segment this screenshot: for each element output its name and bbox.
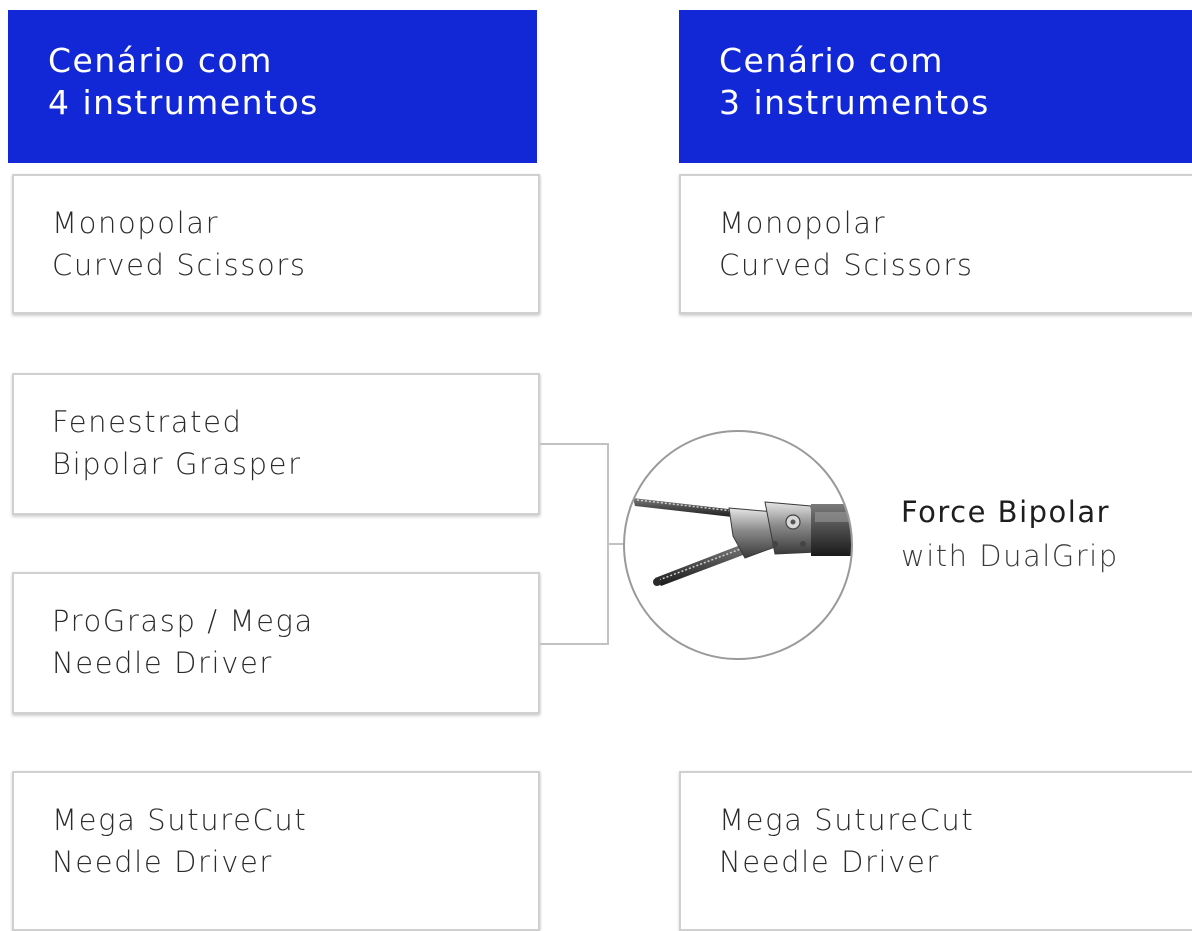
connector-line	[540, 643, 608, 645]
instrument-name-line-1: Mega SutureCut	[52, 803, 308, 837]
instrument-name-line-2: Bipolar Grasper	[52, 447, 302, 481]
instrument-name-line-1: Fenestrated	[52, 405, 243, 439]
instrument-box-mega-suturecut-needle-driver: Mega SutureCut Needle Driver	[679, 771, 1192, 931]
instrument-name-line-1: Mega SutureCut	[719, 803, 975, 837]
instrument-name-line-1: Monopolar	[719, 206, 887, 240]
connector-line	[607, 543, 627, 545]
instrument-name-line-2: Needle Driver	[719, 845, 940, 879]
header-line-2: 4 instrumentos	[48, 83, 319, 122]
header-line-1: Cenário com	[719, 41, 944, 80]
instrument-box-monopolar-curved-scissors: Monopolar Curved Scissors	[679, 174, 1192, 314]
instrument-box-prograsp-mega-needle-driver: ProGrasp / Mega Needle Driver	[12, 572, 540, 714]
instrument-box-monopolar-curved-scissors: Monopolar Curved Scissors	[12, 174, 540, 314]
header-3-instruments: Cenário com 3 instrumentos	[679, 10, 1192, 163]
force-bipolar-label: Force Bipolar with DualGrip	[901, 490, 1119, 578]
instrument-subtitle: with DualGrip	[901, 539, 1119, 573]
connector-line	[540, 443, 608, 445]
header-line-1: Cenário com	[48, 41, 273, 80]
header-4-instruments: Cenário com 4 instrumentos	[8, 10, 537, 163]
instrument-name: Force Bipolar	[901, 495, 1111, 529]
header-line-2: 3 instrumentos	[719, 83, 990, 122]
instrument-box-fenestrated-bipolar-grasper: Fenestrated Bipolar Grasper	[12, 373, 540, 515]
bipolar-grasper-instrument-icon	[623, 430, 853, 660]
instrument-name-line-2: Curved Scissors	[719, 248, 974, 282]
instrument-name-line-1: ProGrasp / Mega	[52, 604, 314, 638]
instrument-name-line-2: Needle Driver	[52, 845, 273, 879]
instrument-name-line-1: Monopolar	[52, 206, 220, 240]
instrument-box-mega-suturecut-needle-driver: Mega SutureCut Needle Driver	[12, 771, 540, 931]
instrument-name-line-2: Curved Scissors	[52, 248, 307, 282]
instrument-name-line-2: Needle Driver	[52, 646, 273, 680]
